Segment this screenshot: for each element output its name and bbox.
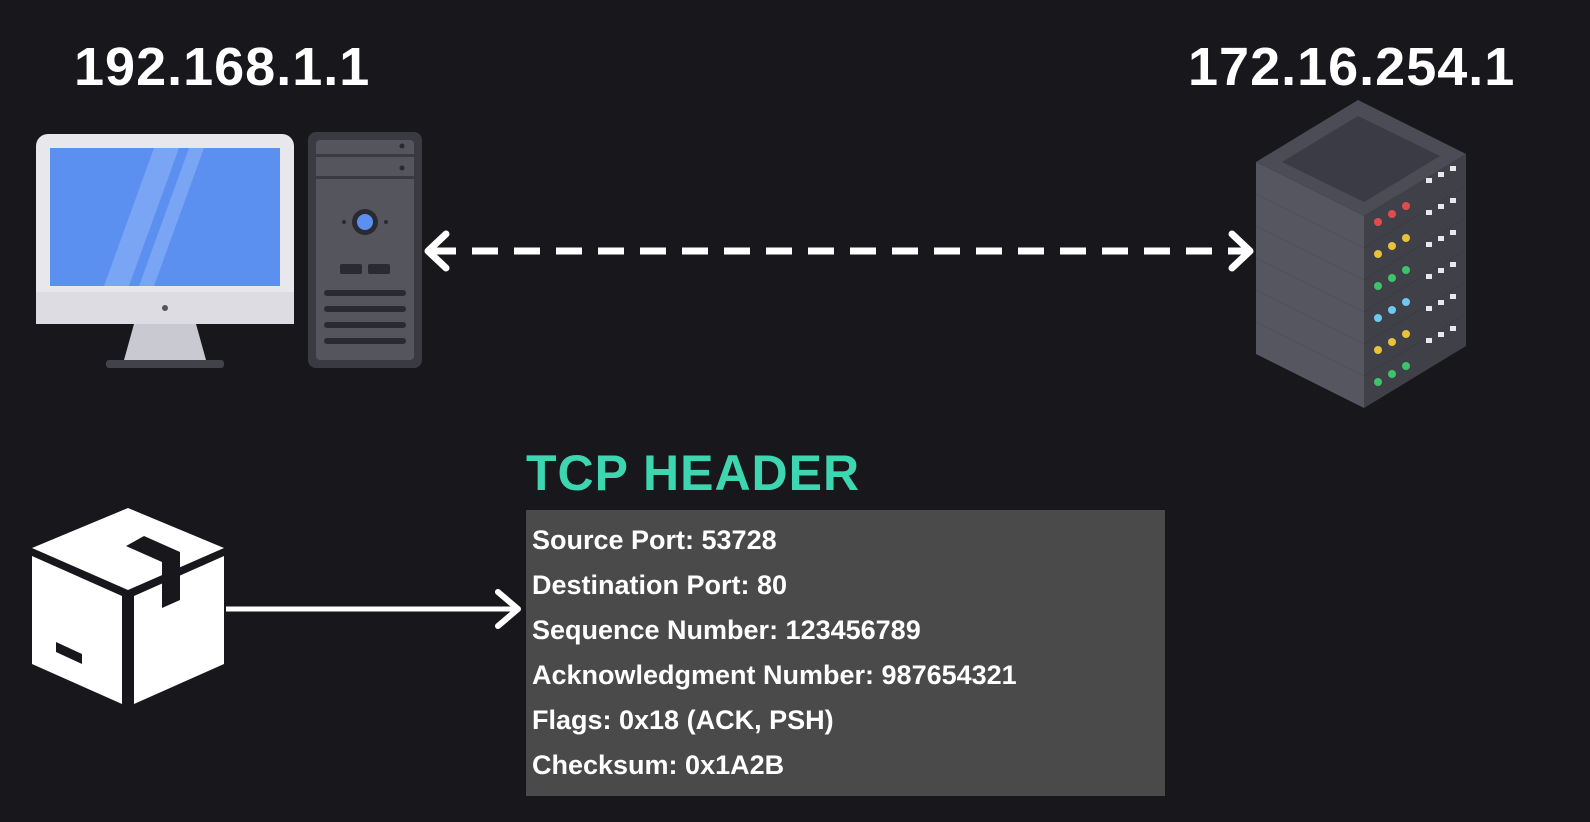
computer-tower-icon bbox=[308, 132, 422, 368]
field-sequence-number: Sequence Number: 123456789 bbox=[532, 615, 921, 645]
desktop-computer-icon bbox=[36, 134, 294, 368]
tcp-header-title: TCP HEADER bbox=[526, 445, 861, 501]
arrowhead-left-icon bbox=[424, 230, 450, 272]
field-destination-port: Destination Port: 80 bbox=[532, 570, 788, 600]
monitor-stand bbox=[124, 324, 206, 360]
server-unit bbox=[1256, 154, 1466, 248]
package-box-icon bbox=[32, 508, 224, 704]
screen-glare bbox=[104, 148, 179, 286]
bidirectional-dashed-arrow bbox=[424, 230, 1254, 272]
client-ip-label: 192.168.1.1 bbox=[74, 37, 371, 97]
packet-arrow bbox=[226, 589, 521, 629]
server-rack-icon bbox=[1256, 100, 1466, 408]
power-button-icon bbox=[357, 214, 373, 230]
arrowhead-right-icon bbox=[495, 589, 521, 629]
arrowhead-right-icon bbox=[1228, 230, 1254, 272]
field-checksum: Checksum: 0x1A2B bbox=[532, 750, 785, 780]
field-acknowledgment-number: Acknowledgment Number: 987654321 bbox=[532, 660, 1017, 690]
field-source-port: Source Port: 53728 bbox=[532, 525, 777, 555]
field-flags: Flags: 0x18 (ACK, PSH) bbox=[532, 705, 834, 735]
tcp-header-box: Source Port: 53728 Destination Port: 80 … bbox=[526, 510, 1165, 796]
server-ip-label: 172.16.254.1 bbox=[1188, 37, 1516, 97]
